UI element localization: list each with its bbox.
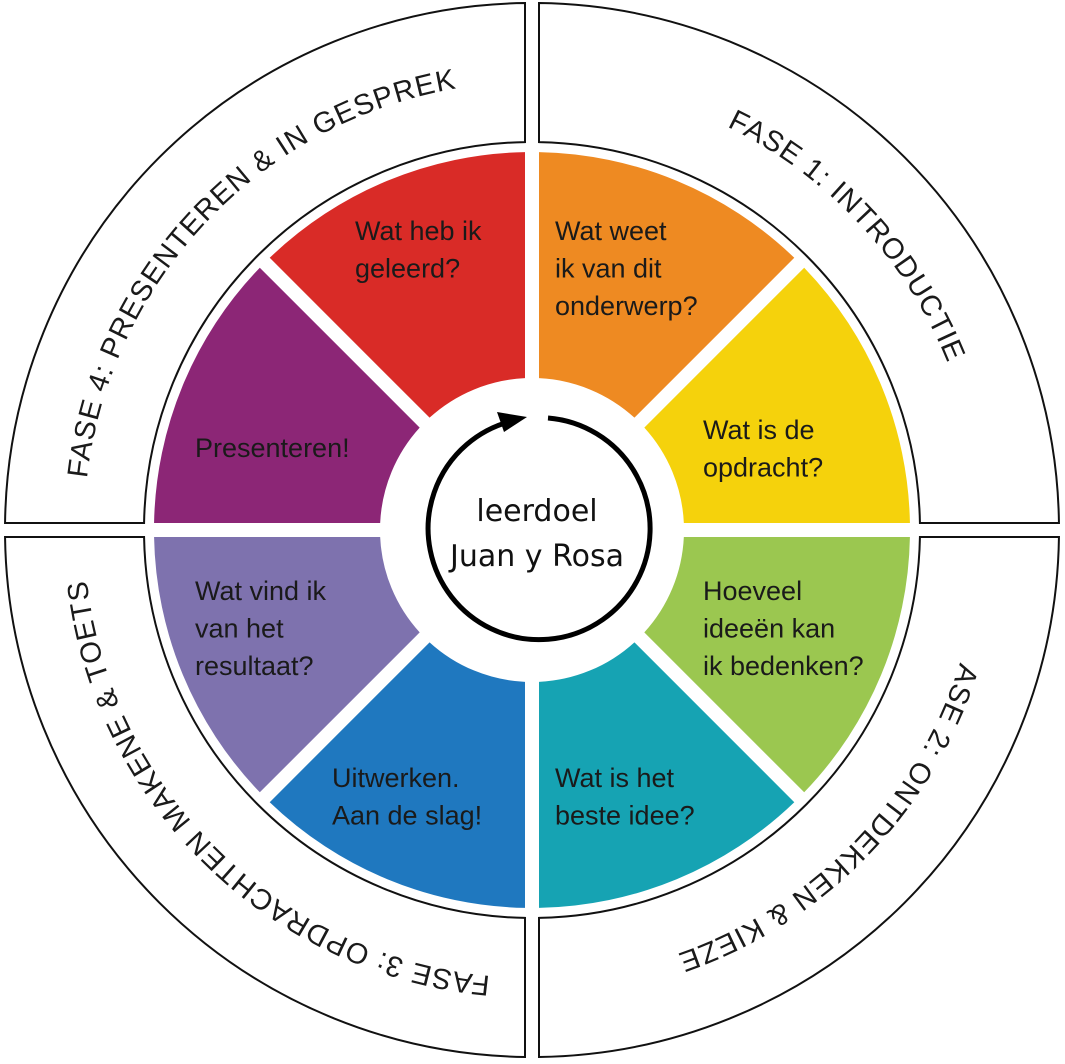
phase-quadrant [538,2,1060,524]
arrow-head-icon [497,412,527,432]
segment-label-line: Wat is de [703,415,815,445]
segment-label-line: Wat heb ik [355,216,482,246]
segment-label-line: ideeën kan [703,614,835,644]
segment-label-line: Uitwerken. [332,763,460,793]
segment-label-line: Hoeveel [703,576,802,606]
segment-7 [154,267,420,523]
segment-label-1: Wat weet ik van dit onderwerp? [555,216,698,321]
segment-label-line: beste idee? [555,801,695,831]
cycle-arrow-icon [425,415,653,643]
segment-label-3: Hoeveel ideeën kan ik bedenken? [703,576,864,681]
segment-label-line: Presenteren! [195,433,350,463]
segment-label-line: Aan de slag! [332,801,482,831]
segment-label-5: Uitwerken. Aan de slag! [332,763,482,831]
segment-label-2: Wat is de opdracht? [703,415,823,483]
segment-8 [269,152,525,418]
segment-2 [644,267,910,523]
segment-label-7: Presenteren! [195,433,350,463]
phase-quadrant [538,536,1060,1058]
segment-label-line: geleerd? [355,254,460,284]
phase-ring [4,2,1060,1058]
segment-label-line: Wat is het [555,763,675,793]
segment-label-6: Wat vind ik van het resultaat? [195,576,327,681]
segment-label-line: Wat vind ik [195,576,327,606]
segment-label-line: opdracht? [703,453,823,483]
center-line-2: Juan y Rosa [448,539,624,574]
segment-label-line: van het [195,614,284,644]
segment-label-line: ik bedenken? [703,651,864,681]
center-line-1: leerdoel [476,494,597,529]
segment-label-8: Wat heb ik geleerd? [355,216,482,284]
center-circle: leerdoel Juan y Rosa [425,412,653,643]
segment-label-line: onderwerp? [555,291,698,321]
segment-1 [539,152,795,418]
segment-label-line: resultaat? [195,651,314,681]
segment-3 [644,537,910,793]
segment-4 [539,642,795,908]
segment-labels: Wat weet ik van dit onderwerp? Wat is de opd… [195,216,864,831]
segment-6 [154,537,420,793]
segment-label-4: Wat is het beste idee? [555,763,695,831]
segment-5 [269,642,525,908]
segment-label-line: ik van dit [555,254,662,284]
segment-label-line: Wat weet [555,216,667,246]
phase-quadrant [4,536,526,1058]
segments [154,152,910,908]
phase-quadrant [4,2,526,524]
